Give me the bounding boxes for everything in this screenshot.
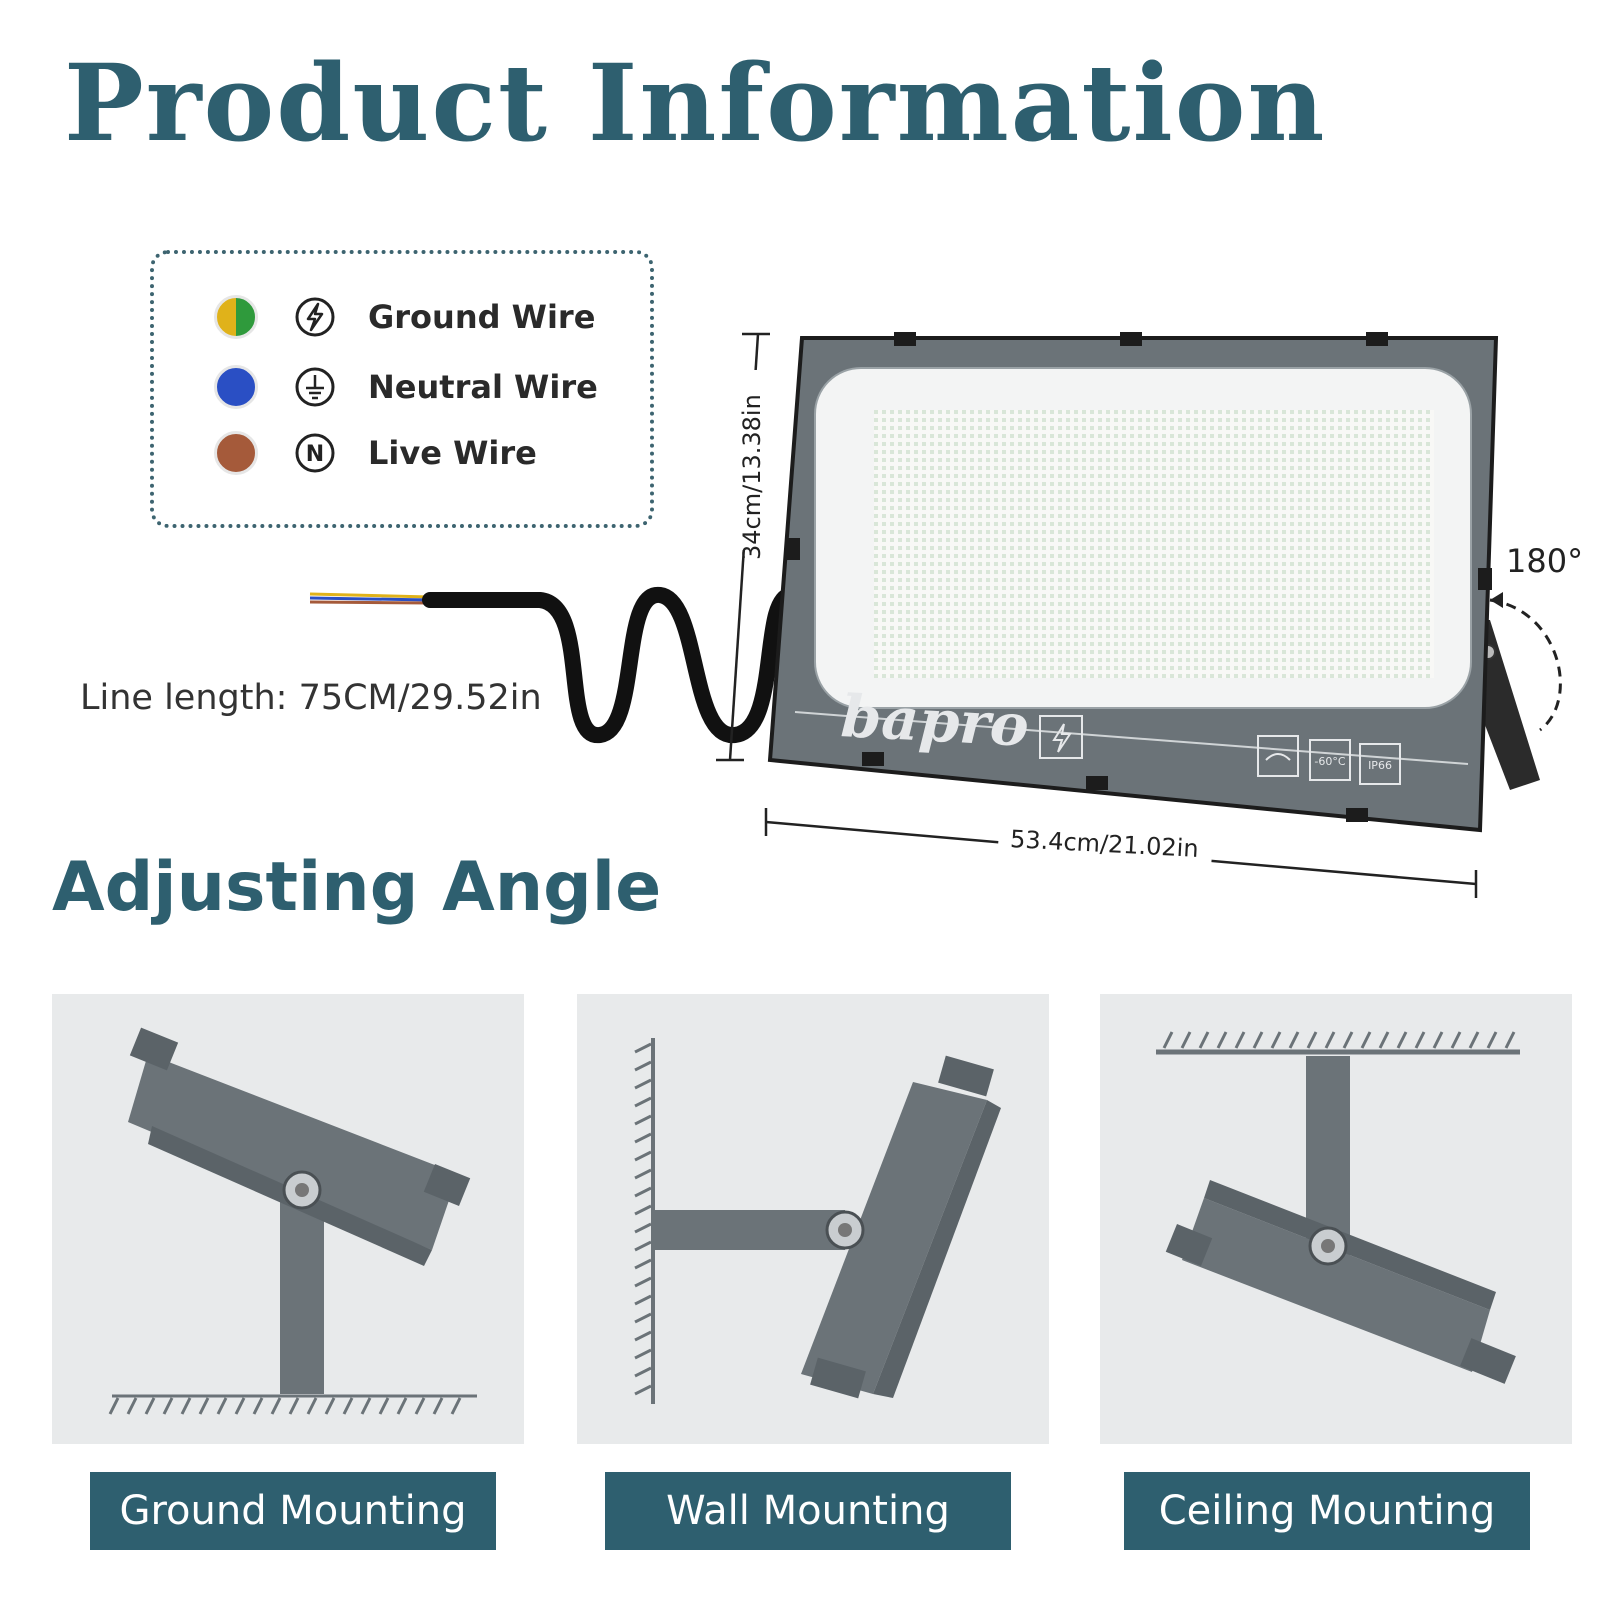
n-letter: N	[306, 442, 324, 467]
section-title: Adjusting Angle	[52, 848, 662, 927]
wall-mounting-label: Wall Mounting	[605, 1472, 1011, 1550]
line-length-label: Line length:	[80, 678, 288, 718]
legend-label-ground: Ground Wire	[368, 298, 596, 336]
wall-mounting-illustration	[634, 1038, 1001, 1404]
wall-mounting-panel	[577, 994, 1049, 1444]
height-dimension-label: 34cm/13.38in	[738, 394, 766, 560]
ceiling-mounting-label: Ceiling Mounting	[1124, 1472, 1530, 1550]
floodlight-diagram: bapro -60°C IP66	[309, 332, 1562, 898]
legend-row-neutral: Neutral Wire	[214, 362, 598, 412]
waterproof-wave-icon	[1265, 753, 1291, 761]
legend-label-neutral: Neutral Wire	[368, 368, 598, 406]
housing-clips	[786, 332, 1492, 822]
neutral-wire-color-dot	[214, 365, 258, 409]
width-label-bg	[996, 818, 1214, 884]
ground-hatch	[108, 1397, 462, 1415]
ground-mounting-illustration	[108, 1027, 477, 1415]
waterproof-badge-icon	[1257, 735, 1299, 777]
wire-legend: Ground Wire Neutral Wire N Live Wire	[150, 250, 654, 528]
rotation-arrow-icon	[1490, 592, 1503, 608]
temp-badge	[1309, 739, 1351, 781]
n-in-circle-icon: N	[295, 433, 335, 473]
brand-logo: bapro	[839, 682, 1030, 760]
bolt-badge-icon	[1052, 723, 1072, 753]
ground-wire-color-dot	[214, 295, 258, 339]
wire-ends	[309, 592, 431, 605]
coiled-cable	[422, 587, 798, 743]
legend-label-live: Live Wire	[368, 434, 537, 472]
height-label-bg	[736, 370, 772, 550]
line-length-value: 75CM/29.52in	[298, 678, 542, 718]
ceiling-hatch	[1162, 1031, 1516, 1049]
legend-row-live: N Live Wire	[214, 428, 537, 478]
ground-mounting-panel	[52, 994, 524, 1444]
ground-in-circle-icon	[295, 367, 335, 407]
temp-badge-text: -60°C	[1314, 755, 1345, 768]
ceiling-mounting-illustration	[1156, 1031, 1520, 1384]
rotation-arc	[1489, 598, 1562, 732]
brand-badge	[1039, 715, 1083, 759]
line-length: Line length: 75CM/29.52in	[80, 678, 542, 718]
rotation-angle-label: 180°	[1506, 542, 1584, 580]
led-array	[874, 410, 1434, 678]
wall-hatch	[634, 1042, 652, 1396]
ip-badge-text: IP66	[1368, 759, 1392, 772]
ceiling-mounting-panel	[1100, 994, 1572, 1444]
bolt-in-circle-icon	[295, 297, 335, 337]
housing-trim-line	[794, 711, 1469, 765]
legend-row-ground: Ground Wire	[214, 292, 595, 342]
ground-mounting-label: Ground Mounting	[90, 1472, 496, 1550]
ip-badge	[1359, 743, 1401, 785]
live-wire-color-dot	[214, 431, 258, 475]
page-title: Product Information	[64, 40, 1327, 165]
